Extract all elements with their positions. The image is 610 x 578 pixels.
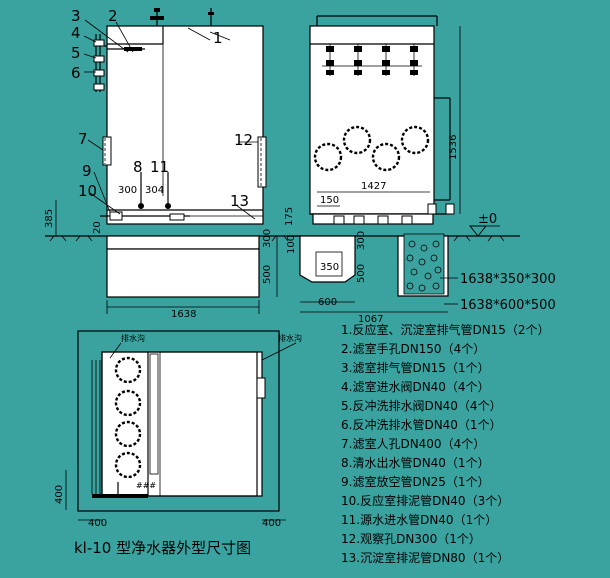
manhole-4 [400, 125, 430, 155]
dim-300-front: 300 [262, 229, 273, 248]
dim-1536: 1536 [448, 135, 459, 160]
callout-7: 7 [78, 130, 88, 148]
dim-1427: 1427 [361, 181, 386, 192]
foundation-label-a: 1638*350*300 [460, 272, 556, 287]
callout-2: 2 [108, 7, 118, 25]
legend-item: 1.反应室、沉淀室排气管DN15（2个） [341, 322, 550, 337]
dim-400-left: 400 [88, 518, 107, 529]
dim-1067: 1067 [358, 314, 383, 325]
foundation-label-b: 1638*600*500 [460, 298, 556, 313]
legend-item: 3.滤室排气管DN15（1个） [341, 360, 490, 375]
dim-150: 150 [320, 195, 339, 206]
legend-item: 2.滤室手孔DN150（4个） [341, 341, 485, 356]
dim-400-side: 400 [54, 485, 65, 504]
legend-item: 13.沉淀室排泥管DN80（1个） [341, 550, 509, 565]
dim-100: 100 [286, 235, 297, 254]
callout-12: 12 [234, 131, 253, 149]
legend-item: 9.滤室放空管DN25（1个） [341, 474, 490, 489]
dim-175: 175 [284, 207, 295, 226]
callout-3: 3 [71, 7, 81, 25]
legend-item: 11.源水进水管DN40（1个） [341, 512, 497, 527]
legend: 1.反应室、沉淀室排气管DN15（2个） 2.滤室手孔DN150（4个） 3.滤… [341, 322, 550, 565]
side-view: 1536 1427 150 [284, 15, 556, 325]
callout-10: 10 [78, 182, 97, 200]
dim-350: 350 [320, 262, 339, 273]
dim-500-front: 500 [262, 265, 273, 284]
manhole-2 [342, 125, 372, 155]
legend-item: 7.滤室人孔DN400（4个） [341, 436, 485, 451]
legend-item: 5.反冲洗排水阀DN40（4个） [341, 398, 502, 413]
callout-13: 13 [230, 192, 249, 210]
dim-1638-front: 1638 [171, 309, 196, 320]
manhole-3 [371, 142, 401, 172]
callout-1: 1 [213, 29, 223, 47]
callout-6: 6 [71, 64, 81, 82]
dim-300-side: 300 [356, 231, 367, 250]
drain-label-right: 排水沟 [278, 333, 302, 343]
dim-385: 385 [44, 209, 55, 228]
svg-text:###: ### [136, 481, 156, 490]
front-tank-body [106, 25, 264, 225]
dim-300-upper: 300 [118, 185, 137, 196]
callout-9: 9 [82, 162, 92, 180]
callout-4: 4 [71, 24, 81, 42]
plan-view: ### 排水沟 排水沟 400 400 400 [54, 330, 302, 529]
legend-item: 10.反应室排泥管DN40（3个） [341, 493, 509, 508]
dim-304: 304 [145, 185, 164, 196]
callout-11: 11 [150, 158, 169, 176]
front-view: 1638 300 500 385 20 300 304 3 2 4 [44, 7, 300, 320]
drain-label-left: 排水沟 [121, 333, 145, 343]
level-mark: ±0 [478, 212, 497, 227]
legend-item: 12.观察孔DN300（1个） [341, 532, 481, 546]
legend-item: 4.滤室进水阀DN40（4个） [341, 379, 490, 394]
dim-400-right: 400 [262, 518, 281, 529]
callout-8: 8 [133, 158, 143, 176]
drawing-title: kl-10 型净水器外型尺寸图 [74, 539, 251, 557]
rubble-fill [403, 233, 445, 295]
legend-item: 8.清水出水管DN40（1个） [341, 455, 490, 470]
dim-500-side: 500 [356, 264, 367, 283]
dim-600: 600 [318, 297, 337, 308]
legend-item: 6.反冲洗排水管DN40（1个） [341, 417, 502, 432]
dim-20: 20 [92, 221, 103, 234]
manhole-1 [313, 142, 343, 172]
callout-5: 5 [71, 44, 81, 62]
